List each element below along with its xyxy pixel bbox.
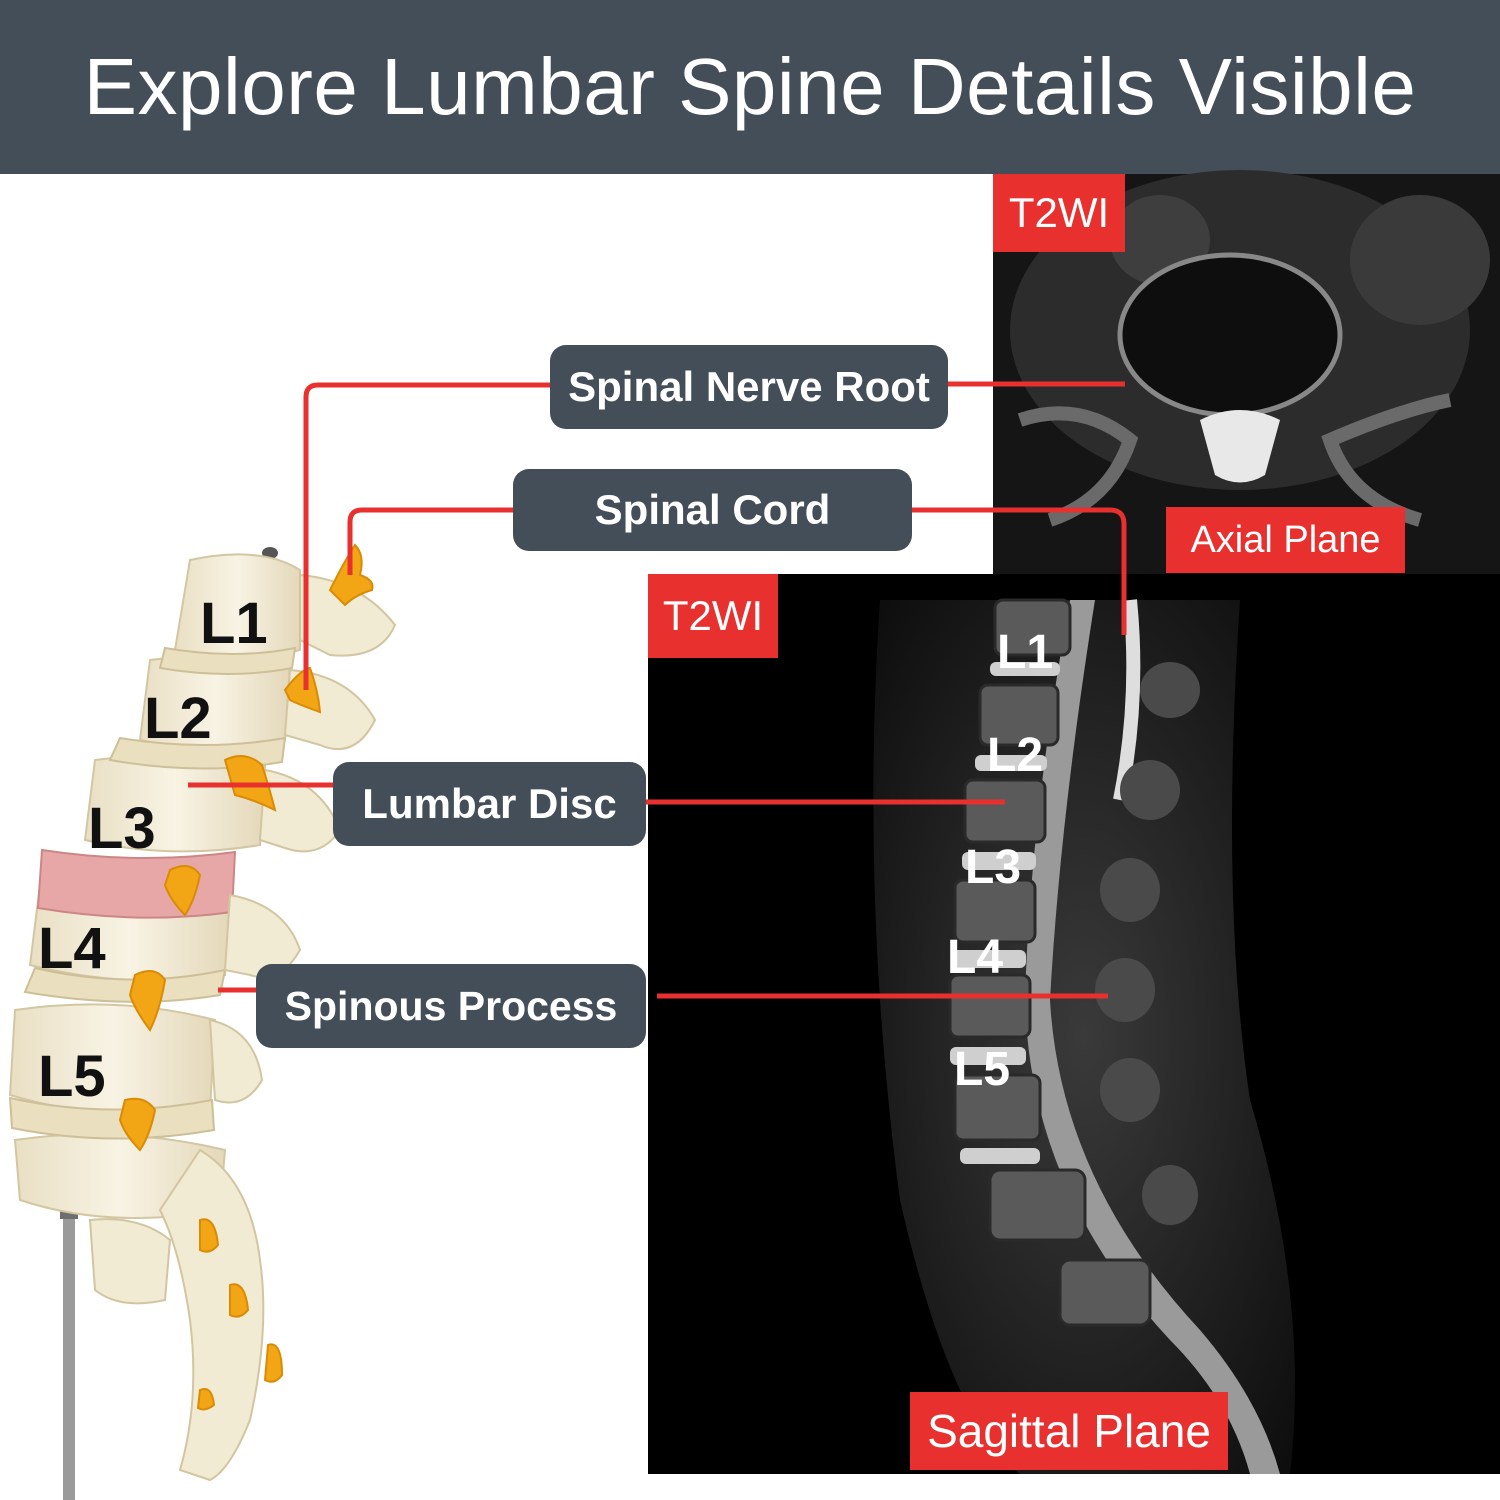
model-label-l5: L5 [38,1044,106,1109]
model-label-l4: L4 [38,916,106,981]
callout-spinal-cord: Spinal Cord [513,469,912,551]
model-label-l3: L3 [88,796,156,861]
callout-spinous-process: Spinous Process [256,964,646,1048]
sagittal-sequence-tag: T2WI [648,574,778,658]
mri-label-l2: L2 [987,729,1044,782]
mri-label-l3: L3 [965,841,1022,894]
page-title: Explore Lumbar Spine Details Visible [0,0,1500,174]
axial-sequence-tag: T2WI [993,174,1125,252]
mri-label-l4: L4 [947,931,1004,984]
model-label-l1: L1 [200,591,268,656]
callout-lumbar-disc: Lumbar Disc [333,762,646,846]
callout-spinal-nerve-root: Spinal Nerve Root [550,345,948,429]
model-label-l2: L2 [144,686,212,751]
axial-plane-tag: Axial Plane [1166,507,1405,573]
sagittal-mri-image [648,574,1500,1474]
mri-label-l5: L5 [954,1043,1011,1096]
mri-label-l1: L1 [997,626,1054,679]
sagittal-plane-tag: Sagittal Plane [910,1392,1228,1470]
